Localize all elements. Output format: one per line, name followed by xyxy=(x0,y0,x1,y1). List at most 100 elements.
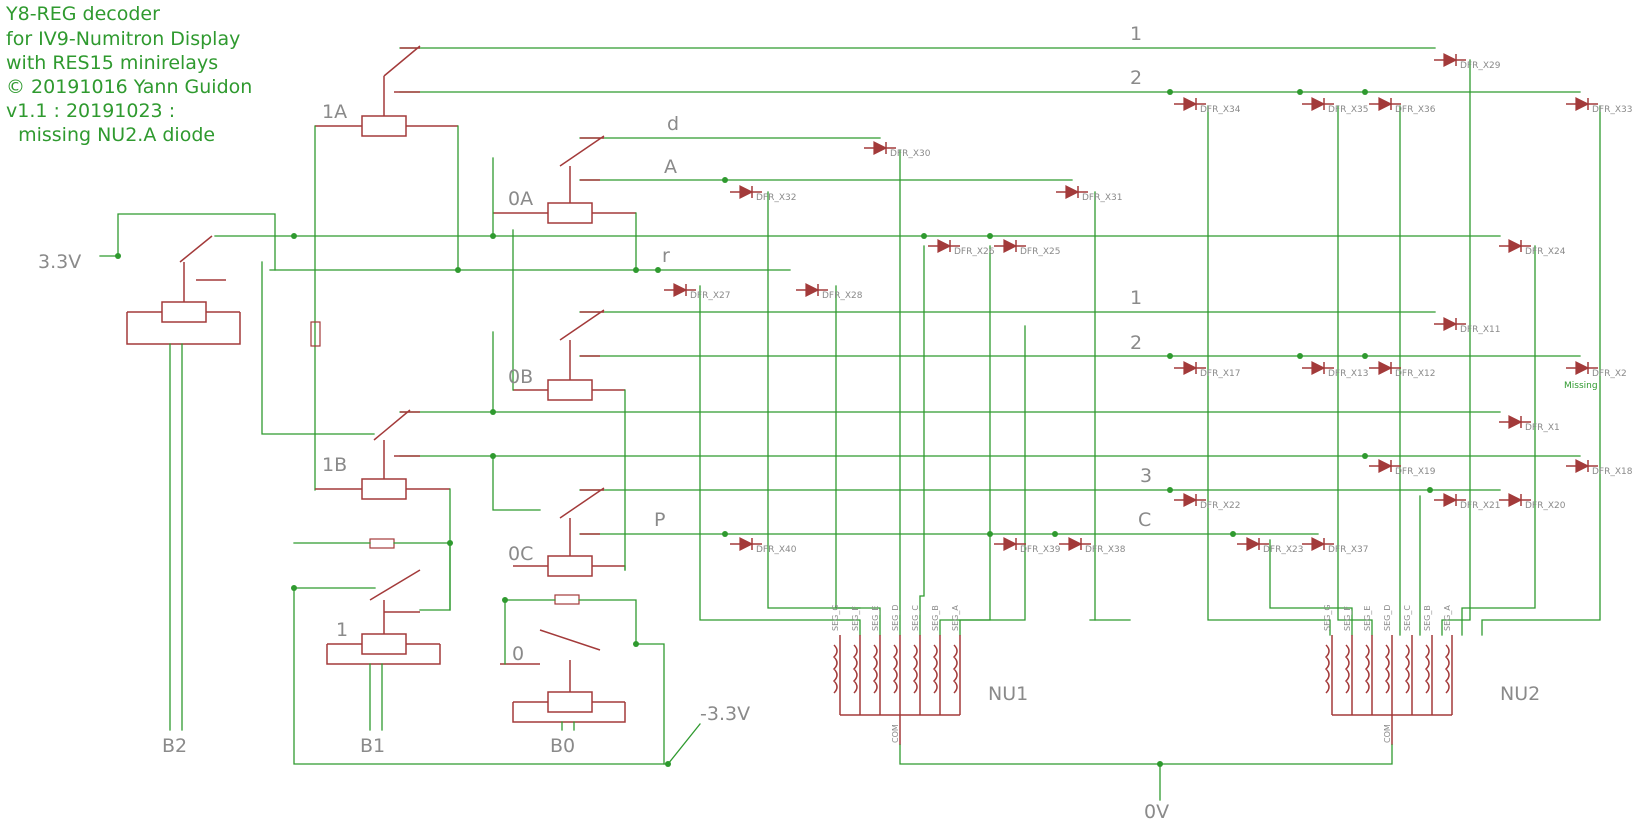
diode-label: DFR_X35 xyxy=(1328,105,1368,115)
supply-labels: 3.3V -3.3V 0V B2 B1 B0 xyxy=(38,251,1169,823)
relay-label: 0C xyxy=(508,543,533,565)
diode: DFR_X28 xyxy=(796,283,863,301)
relay-label: 1B xyxy=(322,454,347,476)
diode-label: DFR_X22 xyxy=(1200,501,1240,511)
diode-label: DFR_X23 xyxy=(1263,545,1303,555)
diode-label: DFR_X30 xyxy=(890,149,931,159)
column-wires xyxy=(699,59,1601,636)
diode-label: DFR_X38 xyxy=(1085,545,1126,555)
diode: DFR_X18 xyxy=(1566,459,1633,477)
diode: DFR_X23 xyxy=(1237,537,1303,555)
diode-label: DFR_X21 xyxy=(1460,501,1500,511)
diode: DFR_X11 xyxy=(1434,317,1500,335)
diode-label: DFR_X13 xyxy=(1328,369,1368,379)
diode-label: DFR_X32 xyxy=(756,193,796,203)
diode: DFR_X17 xyxy=(1174,361,1240,379)
pin-label: SEG_F xyxy=(851,606,860,631)
com-label: COM xyxy=(1383,724,1392,743)
display-nu1: SEG_G SEG_F SEG_E SEG_D SEG_C SEG_B SEG_… xyxy=(831,604,1161,765)
input-label: B2 xyxy=(162,735,187,757)
row-label: d xyxy=(667,113,679,135)
relay-label: 0A xyxy=(508,188,533,210)
relay-main xyxy=(117,213,276,345)
diode-label: DFR_X27 xyxy=(690,291,730,301)
row-label: P xyxy=(654,509,665,531)
diode: DFR_X27 xyxy=(664,283,730,301)
diode: DFR_X25 xyxy=(994,239,1060,257)
row-label: C xyxy=(1138,509,1151,531)
diode-label: DFR_X25 xyxy=(1020,247,1060,257)
diode: DFR_X37 xyxy=(1302,537,1368,555)
diode: DFR_X19 xyxy=(1369,459,1436,477)
relay-0a: 0A xyxy=(492,135,637,271)
diode-label: DFR_X26 xyxy=(954,247,995,257)
diode-label: DFR_X18 xyxy=(1592,467,1633,477)
pin-label: SEG_D xyxy=(891,605,900,632)
row-label: 1 xyxy=(1130,23,1142,45)
diode-label: DFR_X12 xyxy=(1395,369,1435,379)
pin-label: SEG_B xyxy=(931,605,940,631)
pin-label: SEG_G xyxy=(831,604,840,631)
diode: DFR_X29 xyxy=(1434,53,1501,71)
diode: DFR_X20 xyxy=(1499,493,1566,511)
diode-label: DFR_X40 xyxy=(756,545,797,555)
ground-label: 0V xyxy=(1144,801,1169,823)
diode-label: DFR_X11 xyxy=(1460,325,1500,335)
diode-label: DFR_X39 xyxy=(1020,545,1061,555)
display-label: NU2 xyxy=(1500,683,1540,705)
diode: DFR_X12 xyxy=(1369,361,1435,379)
pin-label: SEG_A xyxy=(1443,605,1452,631)
pin-label: SEG_A xyxy=(951,605,960,631)
diode: DFR_X21 xyxy=(1434,493,1500,511)
diode: DFR_X26 xyxy=(928,239,995,257)
junctions xyxy=(115,89,1433,767)
diode: DFR_X33 xyxy=(1566,97,1632,115)
relay-label: 1A xyxy=(322,101,347,123)
title-line: with RES15 minirelays xyxy=(6,52,218,74)
relay-label: 1 xyxy=(336,619,348,641)
resistor xyxy=(310,321,321,347)
missing-note: Missing xyxy=(1564,381,1598,391)
diode-label: DFR_X28 xyxy=(822,291,863,301)
display-nu2: SEG_G SEG_F SEG_E SEG_D SEG_C SEG_B SEG_… xyxy=(1159,604,1540,765)
pin-label: SEG_F xyxy=(1343,606,1352,631)
diode: DFR_X38 xyxy=(1059,537,1126,555)
relay-1a: 1A xyxy=(314,45,459,491)
row-label: 3 xyxy=(1140,465,1152,487)
resistor xyxy=(369,538,395,549)
diode-label: DFR_X24 xyxy=(1525,247,1566,257)
diode: DFR_X22 xyxy=(1174,493,1240,511)
diode-label: DFR_X37 xyxy=(1328,545,1368,555)
title-block: Y8-REG decoder for IV9-Numitron Display … xyxy=(5,3,252,146)
title-line: v1.1 : 20191023 : xyxy=(6,100,175,122)
pin-label: SEG_D xyxy=(1383,605,1392,632)
pin-label: SEG_G xyxy=(1323,604,1332,631)
diode-label: DFR_X1 xyxy=(1525,423,1560,433)
diode-label: DFR_X36 xyxy=(1395,105,1436,115)
diode-label: DFR_X34 xyxy=(1200,105,1241,115)
relay-0c: 0C xyxy=(492,455,626,577)
diodes: DFR_X29 DFR_X34 DFR_X35 DFR_X36 DFR_X33 … xyxy=(664,53,1633,555)
diode: DFR_X34 xyxy=(1174,97,1241,115)
diode: DFR_X35 xyxy=(1302,97,1368,115)
diode: DFR_X39 xyxy=(994,537,1061,555)
title-line: missing NU2.A diode xyxy=(6,124,215,146)
row-label: A xyxy=(664,156,677,178)
relay-1: 1 xyxy=(293,541,669,765)
diode-label: DFR_X17 xyxy=(1200,369,1240,379)
diode: DFR_X1 xyxy=(1499,415,1560,433)
title-line: for IV9-Numitron Display xyxy=(6,28,240,50)
diode-label: DFR_X31 xyxy=(1082,193,1122,203)
pin-label: SEG_C xyxy=(1403,605,1412,631)
diode-label: DFR_X2 xyxy=(1592,369,1627,379)
row-label: 2 xyxy=(1130,332,1142,354)
pin-label: SEG_C xyxy=(911,605,920,631)
diode: DFR_X31 xyxy=(1056,185,1122,203)
pin-label: SEG_E xyxy=(871,606,880,631)
row-label: 2 xyxy=(1130,67,1142,89)
bus-lines xyxy=(214,47,1581,535)
relays: 1A 0A 0B 1 xyxy=(117,45,669,765)
pin-label: SEG_E xyxy=(1363,606,1372,631)
